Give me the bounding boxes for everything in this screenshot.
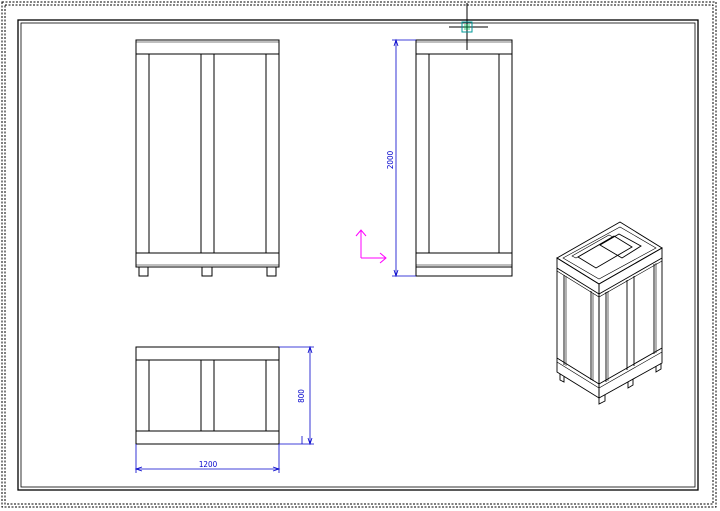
depth-dimension — [279, 345, 314, 446]
height-dimension — [392, 38, 416, 278]
height-dimension-label: 2000 — [386, 150, 395, 169]
front-view[interactable] — [135, 39, 280, 277]
top-view[interactable] — [135, 346, 280, 445]
isometric-view[interactable] — [556, 221, 663, 405]
depth-dimension-label: 800 — [297, 389, 306, 403]
width-dimension-label: 1200 — [199, 460, 218, 469]
ucs-axis-icon — [355, 229, 387, 264]
width-dimension — [134, 444, 281, 473]
crosshair-cursor-icon — [449, 3, 488, 50]
side-view[interactable] — [415, 39, 513, 277]
